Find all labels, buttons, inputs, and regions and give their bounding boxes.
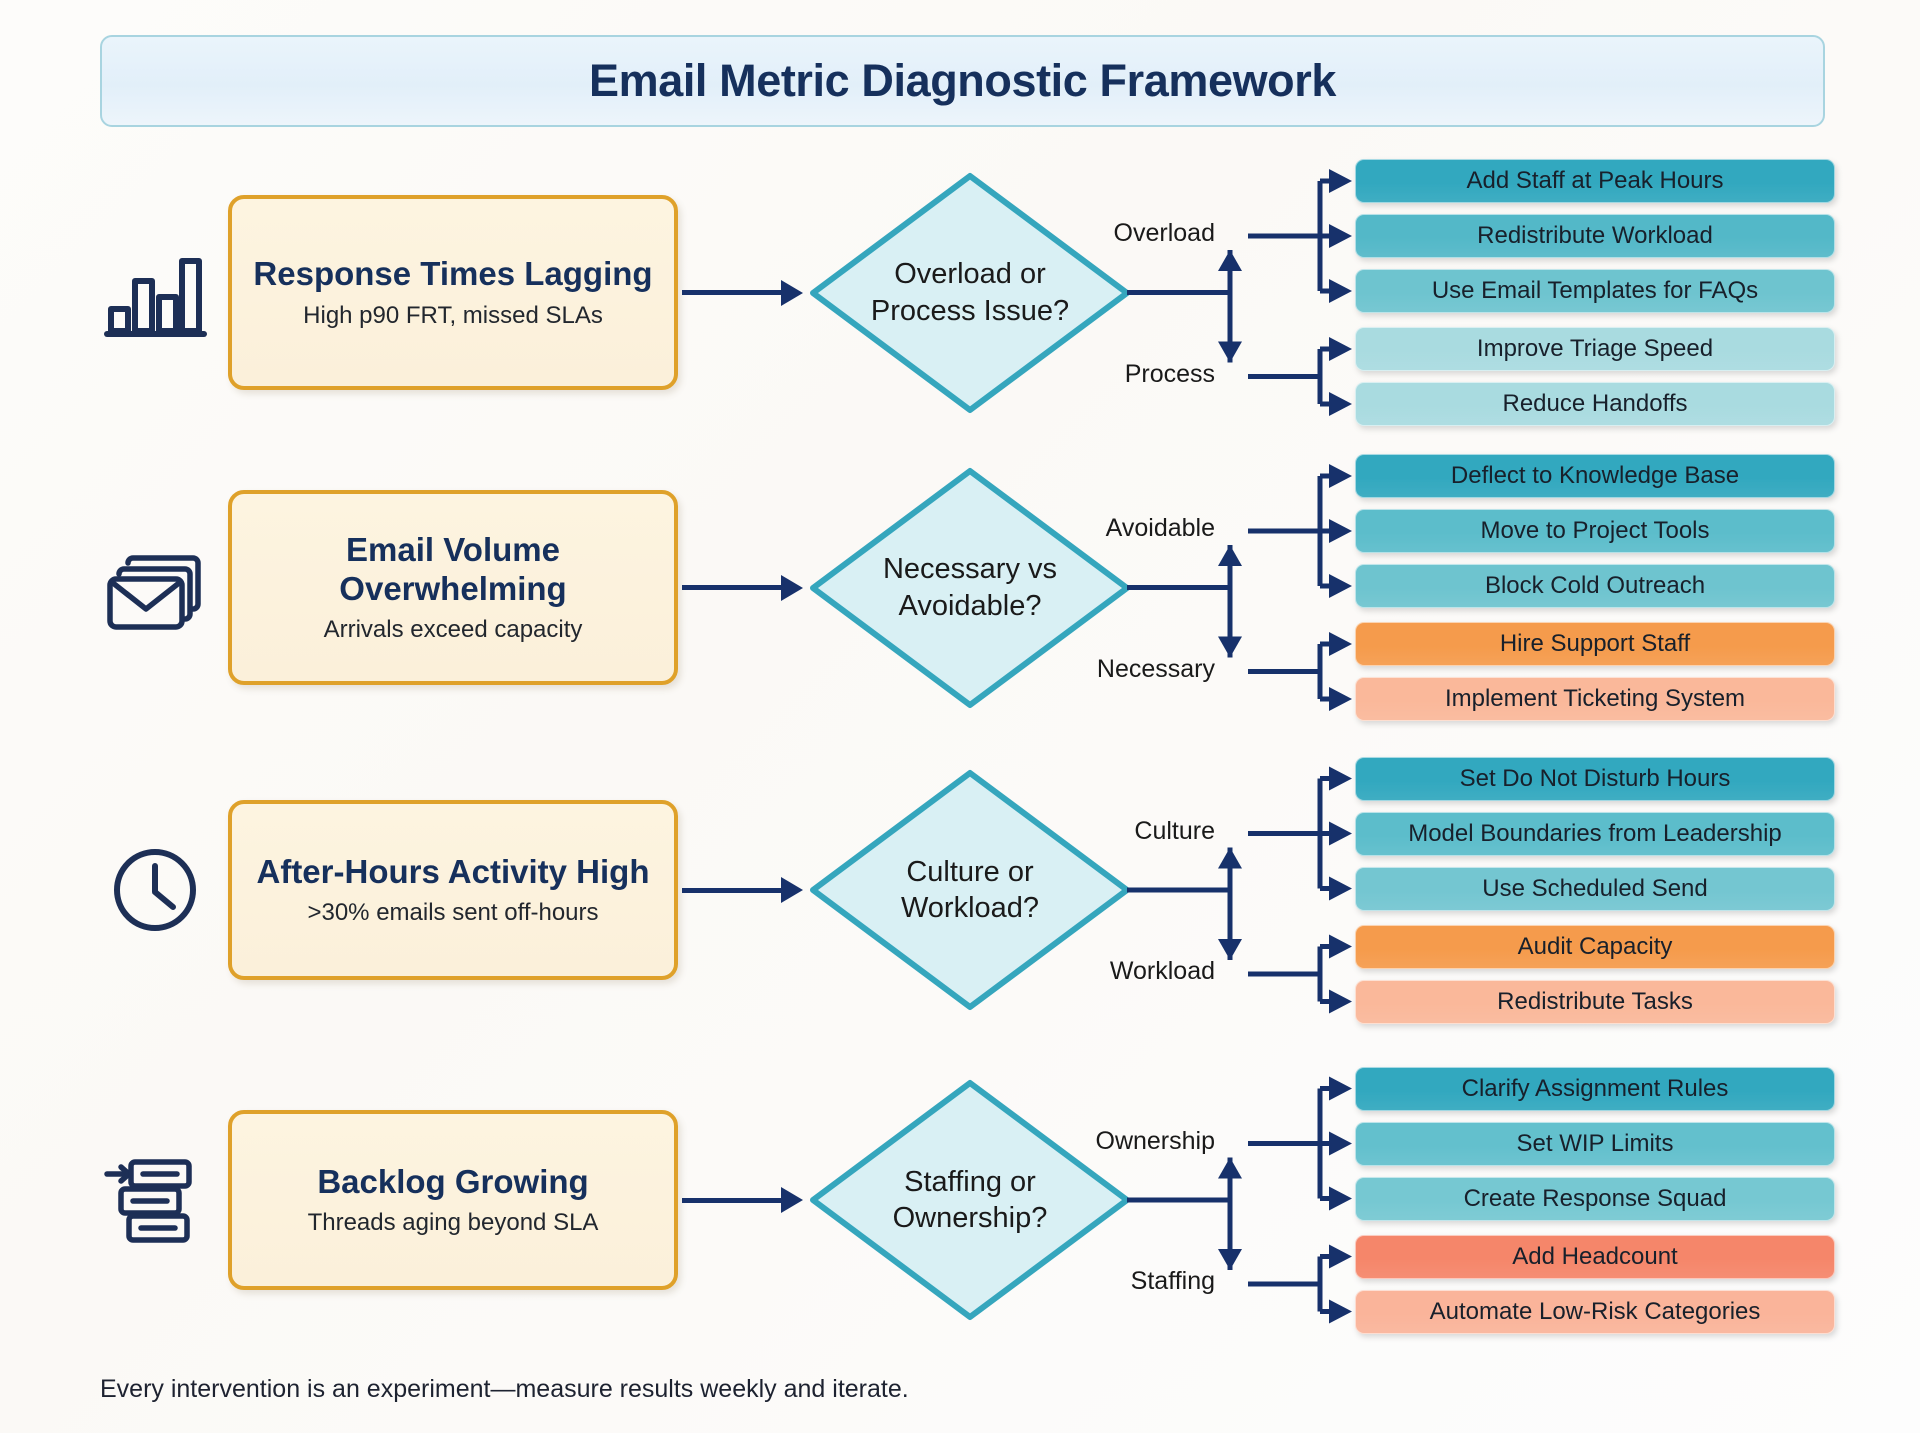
problem-card[interactable]: After-Hours Activity High >30% emails sen… xyxy=(228,800,678,980)
action-box[interactable]: Deflect to Knowledge Base xyxy=(1355,454,1835,498)
action-label: Model Boundaries from Leadership xyxy=(1408,819,1782,847)
problem-subtitle: Threads aging beyond SLA xyxy=(307,1209,599,1237)
branch-label: Workload xyxy=(1109,957,1215,985)
branch-label: Staffing xyxy=(1130,1267,1215,1295)
branch-label: Overload xyxy=(1113,219,1215,247)
bar-chart-icon xyxy=(95,238,215,348)
action-label: Audit Capacity xyxy=(1517,932,1673,960)
action-label: Automate Low-Risk Categories xyxy=(1429,1297,1761,1325)
action-box[interactable]: Set Do Not Disturb Hours xyxy=(1355,756,1835,801)
action-box[interactable]: Improve Triage Speed xyxy=(1355,327,1835,371)
problem-title: Backlog Growing xyxy=(317,1162,589,1200)
action-label: Use Scheduled Send xyxy=(1482,874,1708,902)
decision-line-2: Ownership? xyxy=(892,1202,1048,1234)
decision-line-2: Workload? xyxy=(900,892,1040,924)
action-box[interactable]: Move to Project Tools xyxy=(1355,509,1835,553)
flow-arrow-card-to-decision xyxy=(682,877,803,903)
flow-arrow-card-to-decision xyxy=(682,279,803,306)
action-box[interactable]: Clarify Assignment Rules xyxy=(1355,1066,1835,1111)
action-label: Clarify Assignment Rules xyxy=(1461,1074,1729,1102)
action-label: Set WIP Limits xyxy=(1516,1129,1674,1157)
action-box[interactable]: Block Cold Outreach xyxy=(1355,564,1835,608)
action-label: Add Headcount xyxy=(1512,1242,1678,1270)
action-box[interactable]: Audit Capacity xyxy=(1355,924,1835,969)
action-label: Improve Triage Speed xyxy=(1476,335,1714,362)
decision-line-2: Avoidable? xyxy=(898,589,1042,622)
clock-icon xyxy=(95,835,215,945)
branch-label: Avoidable xyxy=(1105,514,1215,542)
problem-title: After-Hours Activity High xyxy=(256,852,650,890)
action-box[interactable]: Use Scheduled Send xyxy=(1355,866,1835,911)
action-box[interactable]: Redistribute Tasks xyxy=(1355,979,1835,1024)
action-label: Hire Support Staff xyxy=(1499,630,1691,657)
problem-title: Response Times Lagging xyxy=(253,255,653,293)
flow-arrow-card-to-decision xyxy=(682,574,803,601)
action-box[interactable]: Automate Low-Risk Categories xyxy=(1355,1289,1835,1334)
action-label: Implement Ticketing System xyxy=(1444,685,1746,712)
decision-label: Staffing or Ownership? xyxy=(805,1075,1135,1325)
action-box[interactable]: Add Staff at Peak Hours xyxy=(1355,159,1835,203)
decision-line-1: Overload or xyxy=(894,258,1046,291)
action-box[interactable]: Add Headcount xyxy=(1355,1234,1835,1279)
backlog-queue-icon xyxy=(95,1145,215,1255)
decision-diamond[interactable]: Staffing or Ownership? xyxy=(805,1075,1135,1325)
decision-line-1: Culture or xyxy=(906,855,1034,888)
problem-title: Email Volume Overwhelming xyxy=(339,530,567,607)
action-box[interactable]: Redistribute Workload xyxy=(1355,214,1835,258)
problem-subtitle: Arrivals exceed capacity xyxy=(323,616,583,644)
problem-subtitle: >30% emails sent off-hours xyxy=(307,899,599,927)
problem-subtitle: High p90 FRT, missed SLAs xyxy=(303,301,603,329)
branch-label: Culture xyxy=(1134,816,1215,845)
action-box[interactable]: Hire Support Staff xyxy=(1355,622,1835,666)
action-label: Use Email Templates for FAQs xyxy=(1431,277,1759,304)
action-label: Reduce Handoffs xyxy=(1502,390,1688,417)
action-box[interactable]: Implement Ticketing System xyxy=(1355,677,1835,721)
footer-note: Every intervention is an experiment—meas… xyxy=(100,1375,909,1403)
action-label: Set Do Not Disturb Hours xyxy=(1459,764,1731,792)
action-label: Move to Project Tools xyxy=(1480,517,1710,544)
branch-label: Necessary xyxy=(1096,654,1215,683)
decision-label: Culture or Workload? xyxy=(805,765,1135,1015)
action-box[interactable]: Reduce Handoffs xyxy=(1355,382,1835,426)
action-box[interactable]: Model Boundaries from Leadership xyxy=(1355,811,1835,856)
page-title: Email Metric Diagnostic Framework xyxy=(588,55,1337,106)
action-box[interactable]: Create Response Squad xyxy=(1355,1176,1835,1221)
action-label: Create Response Squad xyxy=(1463,1184,1727,1212)
page-title-banner: Email Metric Diagnostic Framework xyxy=(100,35,1825,127)
action-label: Redistribute Workload xyxy=(1477,222,1713,249)
action-box[interactable]: Use Email Templates for FAQs xyxy=(1355,269,1835,313)
action-label: Redistribute Tasks xyxy=(1497,987,1693,1015)
branch-label: Ownership xyxy=(1095,1126,1216,1155)
branch-label: Process xyxy=(1124,359,1215,388)
decision-line-1: Staffing or xyxy=(904,1165,1036,1198)
decision-diamond[interactable]: Culture or Workload? xyxy=(805,765,1135,1015)
action-label: Block Cold Outreach xyxy=(1484,572,1706,599)
decision-line-1: Necessary vs xyxy=(882,553,1058,586)
action-label: Deflect to Knowledge Base xyxy=(1450,462,1740,489)
envelopes-icon xyxy=(95,533,215,643)
action-label: Add Staff at Peak Hours xyxy=(1466,167,1724,194)
decision-line-2: Process Issue? xyxy=(870,294,1070,327)
flow-arrow-card-to-decision xyxy=(682,1187,803,1213)
action-box[interactable]: Set WIP Limits xyxy=(1355,1121,1835,1166)
